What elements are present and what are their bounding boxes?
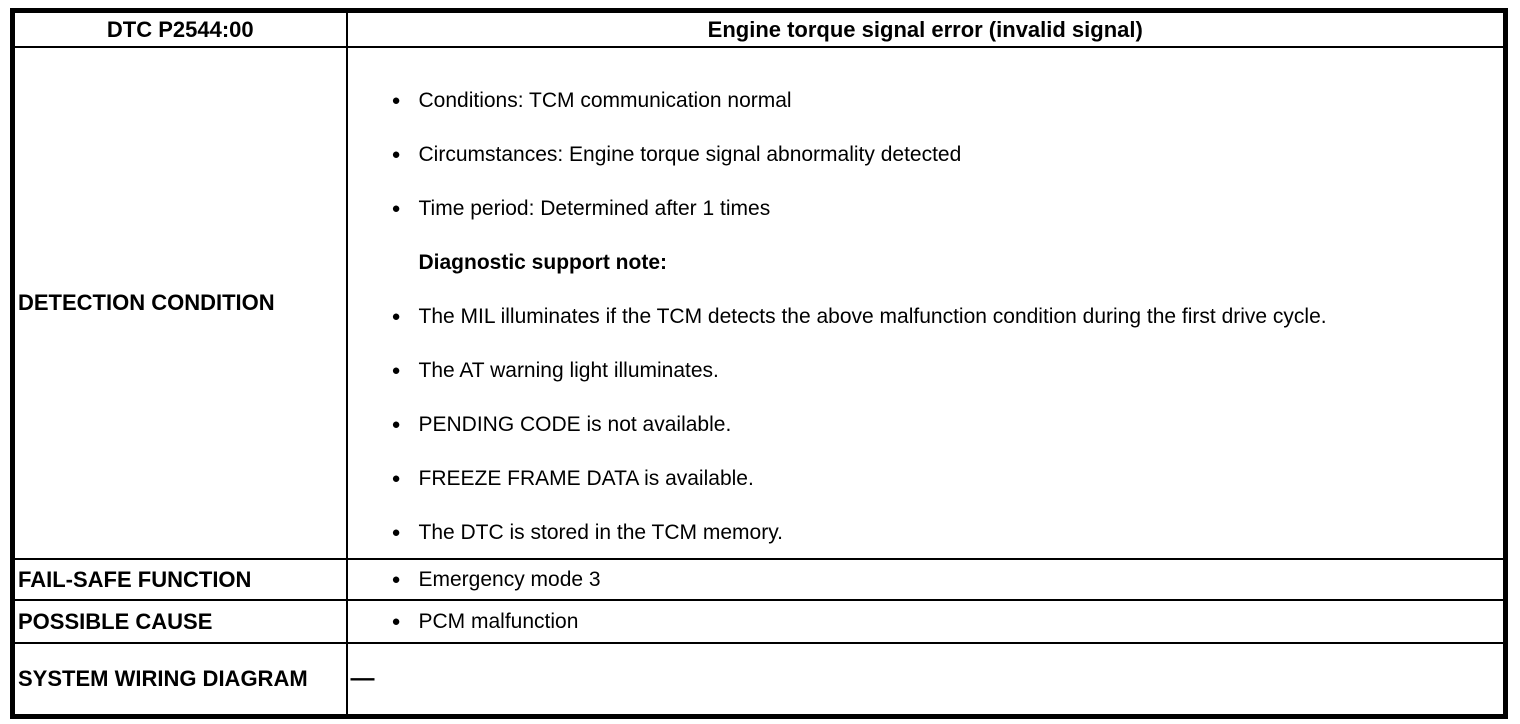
detection-condition-label-cell: DETECTION CONDITION [11, 46, 348, 560]
possible-cause-label-cell: POSSIBLE CAUSE [11, 599, 348, 644]
detection-condition-list: ● Conditions: TCM communication normal ●… [348, 48, 1474, 558]
dash-placeholder: — [350, 664, 375, 692]
list-item: ● Conditions: TCM communication normal [392, 87, 1474, 114]
list-item: ● The MIL illuminates if the TCM detects… [392, 303, 1474, 330]
list-item-text: The DTC is stored in the TCM memory. [418, 521, 783, 544]
list-item: Diagnostic support note: [392, 249, 1474, 276]
dtc-title: Engine torque signal error (invalid sign… [345, 9, 1507, 48]
fail-safe-cell: ● Emergency mode 3 [345, 558, 1507, 601]
possible-cause-cell: ● PCM malfunction [345, 599, 1507, 644]
list-item: ● PENDING CODE is not available. [392, 411, 1474, 438]
detection-condition-cell: ● Conditions: TCM communication normal ●… [345, 46, 1507, 560]
detection-condition-row: DETECTION CONDITION ● Conditions: TCM co… [11, 46, 1507, 560]
bullet-icon: ● [391, 92, 401, 109]
bullet-icon: ● [391, 470, 401, 487]
bullet-icon: ● [391, 308, 401, 325]
fail-safe-list: ● Emergency mode 3 [348, 566, 1474, 593]
possible-cause-label: POSSIBLE CAUSE [18, 608, 213, 634]
list-item: ● The DTC is stored in the TCM memory. [392, 519, 1474, 546]
detection-condition-label: DETECTION CONDITION [18, 290, 275, 315]
bullet-icon: ● [391, 146, 401, 163]
list-item: ● The AT warning light illuminates. [392, 357, 1474, 384]
list-item: ● FREEZE FRAME DATA is available. [392, 465, 1474, 492]
bullet-icon: ● [391, 571, 401, 588]
list-item: ● Circumstances: Engine torque signal ab… [392, 141, 1474, 168]
fail-safe-label: FAIL-SAFE FUNCTION [18, 566, 252, 592]
bullet-icon: ● [391, 613, 401, 630]
system-wiring-label: SYSTEM WIRING DIAGRAM [18, 666, 308, 691]
fail-safe-row: FAIL-SAFE FUNCTION ● Emergency mode 3 [11, 558, 1507, 601]
bullet-icon: ● [391, 200, 401, 217]
list-item-text: FREEZE FRAME DATA is available. [418, 467, 754, 490]
list-item: ● PCM malfunction [392, 608, 1474, 635]
list-item-text: PENDING CODE is not available. [418, 413, 732, 436]
dtc-code: DTC P2544:00 [11, 9, 348, 48]
bullet-icon: ● [391, 416, 401, 433]
list-item-text: Conditions: TCM communication normal [418, 89, 792, 112]
list-item-text: PCM malfunction [418, 610, 579, 633]
list-item-text: Time period: Determined after 1 times [418, 197, 771, 220]
fail-safe-label-cell: FAIL-SAFE FUNCTION [11, 558, 348, 601]
list-item-text: The MIL illuminates if the TCM detects t… [418, 305, 1327, 328]
possible-cause-list: ● PCM malfunction [348, 608, 1474, 635]
possible-cause-row: POSSIBLE CAUSE ● PCM malfunction [11, 599, 1507, 644]
bullet-icon: ● [391, 362, 401, 379]
list-item-text: Diagnostic support note: [418, 251, 668, 274]
bullet-icon: ● [391, 524, 401, 541]
system-wiring-row: SYSTEM WIRING DIAGRAM — [11, 642, 1507, 718]
list-item-text: Circumstances: Engine torque signal abno… [418, 143, 962, 166]
system-wiring-cell: — [345, 642, 1507, 718]
list-item-text: Emergency mode 3 [418, 568, 601, 591]
dtc-table: DTC P2544:00 Engine torque signal error … [10, 8, 1508, 719]
list-item-text: The AT warning light illuminates. [418, 359, 719, 382]
dtc-header-row: DTC P2544:00 Engine torque signal error … [11, 9, 1507, 48]
system-wiring-label-cell: SYSTEM WIRING DIAGRAM [11, 642, 348, 718]
list-item: ● Emergency mode 3 [392, 566, 1474, 593]
list-item: ● Time period: Determined after 1 times [392, 195, 1474, 222]
